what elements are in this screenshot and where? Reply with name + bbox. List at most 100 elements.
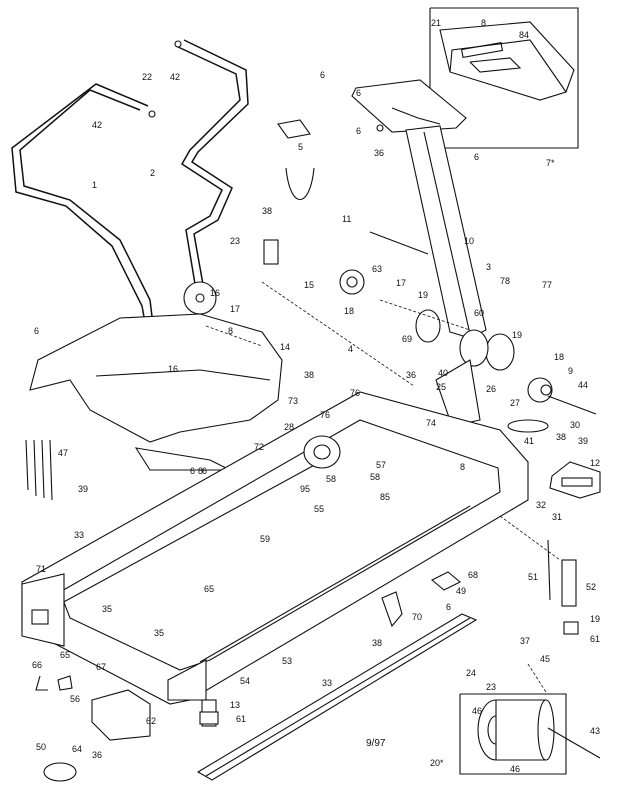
small-parts bbox=[25, 119, 461, 782]
part-number-label: 9 bbox=[568, 366, 573, 376]
part-number-label: 53 bbox=[282, 656, 292, 666]
part-number-label: 6 bbox=[202, 466, 207, 476]
part-number-label: 38 bbox=[262, 206, 272, 216]
part-number-label: 5 bbox=[298, 142, 303, 152]
part-number-label: 39 bbox=[78, 484, 88, 494]
part-number-label: 50 bbox=[36, 742, 46, 752]
part-number-label: 43 bbox=[590, 726, 600, 736]
part-number-label: 39 bbox=[578, 436, 588, 446]
part-number-label: 12 bbox=[590, 458, 600, 468]
part-number-label: 76 bbox=[350, 388, 360, 398]
part-number-label: 49 bbox=[456, 586, 466, 596]
rear-roller-inset bbox=[459, 693, 601, 775]
part-number-label: 42 bbox=[92, 120, 102, 130]
part-number-label: 38 bbox=[556, 432, 566, 442]
part-number-label: 20* bbox=[430, 758, 444, 768]
part-number-label: 33 bbox=[322, 678, 332, 688]
part-number-label: 57 bbox=[376, 460, 386, 470]
part-number-label: 21 bbox=[431, 18, 441, 28]
part-number-label: 3 bbox=[486, 262, 491, 272]
part-number-label: 32 bbox=[536, 500, 546, 510]
part-number-label: 84 bbox=[519, 30, 529, 40]
part-number-label: 36 bbox=[406, 370, 416, 380]
part-number-label: 61 bbox=[236, 714, 246, 724]
part-number-label: 42 bbox=[170, 72, 180, 82]
part-number-label: 44 bbox=[578, 380, 588, 390]
part-number-label: 24 bbox=[466, 668, 476, 678]
part-number-label: 8 bbox=[481, 18, 486, 28]
part-number-label: 2 bbox=[150, 168, 155, 178]
part-number-label: 72 bbox=[254, 442, 264, 452]
part-number-label: 60 bbox=[474, 308, 484, 318]
part-number-label: 54 bbox=[240, 676, 250, 686]
part-number-label: 6 bbox=[356, 88, 361, 98]
part-number-label: 38 bbox=[372, 638, 382, 648]
part-number-label: 31 bbox=[552, 512, 562, 522]
part-number-label: 6 bbox=[474, 152, 479, 162]
part-number-label: 13 bbox=[230, 700, 240, 710]
part-number-label: 22 bbox=[142, 72, 152, 82]
part-number-label: 35 bbox=[102, 604, 112, 614]
part-number-label: 85 bbox=[380, 492, 390, 502]
part-number-label: 18 bbox=[554, 352, 564, 362]
part-number-label: 36 bbox=[92, 750, 102, 760]
part-number-label: 28 bbox=[284, 422, 294, 432]
part-number-label: 77 bbox=[542, 280, 552, 290]
part-number-label: 7* bbox=[546, 158, 555, 168]
part-number-label: 52 bbox=[586, 582, 596, 592]
part-number-label: 8 bbox=[460, 462, 465, 472]
part-number-label: 59 bbox=[260, 534, 270, 544]
part-number-label: 18 bbox=[344, 306, 354, 316]
part-number-label: 69 bbox=[402, 334, 412, 344]
part-number-label: 78 bbox=[500, 276, 510, 286]
part-number-label: 27 bbox=[510, 398, 520, 408]
part-number-label: 71 bbox=[36, 564, 46, 574]
part-number-label: 6 bbox=[356, 126, 361, 136]
part-number-label: 46 bbox=[472, 706, 482, 716]
part-number-label: 51 bbox=[528, 572, 538, 582]
part-number-label: 66 bbox=[32, 660, 42, 670]
part-number-label: 58 bbox=[370, 472, 380, 482]
handrail-right bbox=[148, 39, 249, 315]
part-number-label: 70 bbox=[412, 612, 422, 622]
part-number-label: 23 bbox=[486, 682, 496, 692]
part-number-label: 17 bbox=[396, 278, 406, 288]
part-number-label: 8 bbox=[228, 326, 233, 336]
part-number-label: 67 bbox=[96, 662, 106, 672]
part-number-label: 56 bbox=[70, 694, 80, 704]
part-number-label: 19 bbox=[512, 330, 522, 340]
revision-date: 9/97 bbox=[366, 738, 386, 749]
part-number-label: 41 bbox=[524, 436, 534, 446]
part-number-label: 19 bbox=[590, 614, 600, 624]
part-number-label: 4 bbox=[348, 344, 353, 354]
part-number-label: 65 bbox=[204, 584, 214, 594]
part-number-label: 47 bbox=[58, 448, 68, 458]
part-number-label: 62 bbox=[146, 716, 156, 726]
part-number-label: 63 bbox=[372, 264, 382, 274]
part-number-label: 40 bbox=[438, 368, 448, 378]
part-number-label: 10 bbox=[464, 236, 474, 246]
part-number-label: 37 bbox=[520, 636, 530, 646]
part-number-label: 46 bbox=[510, 764, 520, 774]
part-number-label: 58 bbox=[326, 474, 336, 484]
part-number-label: 45 bbox=[540, 654, 550, 664]
part-number-label: 1 bbox=[92, 180, 97, 190]
part-number-label: 61 bbox=[590, 634, 600, 644]
part-number-label: 26 bbox=[486, 384, 496, 394]
part-number-label: 65 bbox=[60, 650, 70, 660]
part-number-label: 15 bbox=[304, 280, 314, 290]
part-number-label: 6 bbox=[320, 70, 325, 80]
side-rail-lower bbox=[196, 613, 478, 781]
sensor-bracket bbox=[549, 461, 601, 499]
part-number-label: 95 bbox=[300, 484, 310, 494]
part-number-label: 64 bbox=[72, 744, 82, 754]
dashed-leaders bbox=[205, 281, 561, 693]
part-number-label: 73 bbox=[288, 396, 298, 406]
part-number-label: 74 bbox=[426, 418, 436, 428]
treadmill-frame bbox=[21, 391, 529, 727]
part-number-label: 23 bbox=[230, 236, 240, 246]
drive-parts bbox=[339, 231, 597, 433]
rear-foot-posts bbox=[547, 539, 579, 635]
